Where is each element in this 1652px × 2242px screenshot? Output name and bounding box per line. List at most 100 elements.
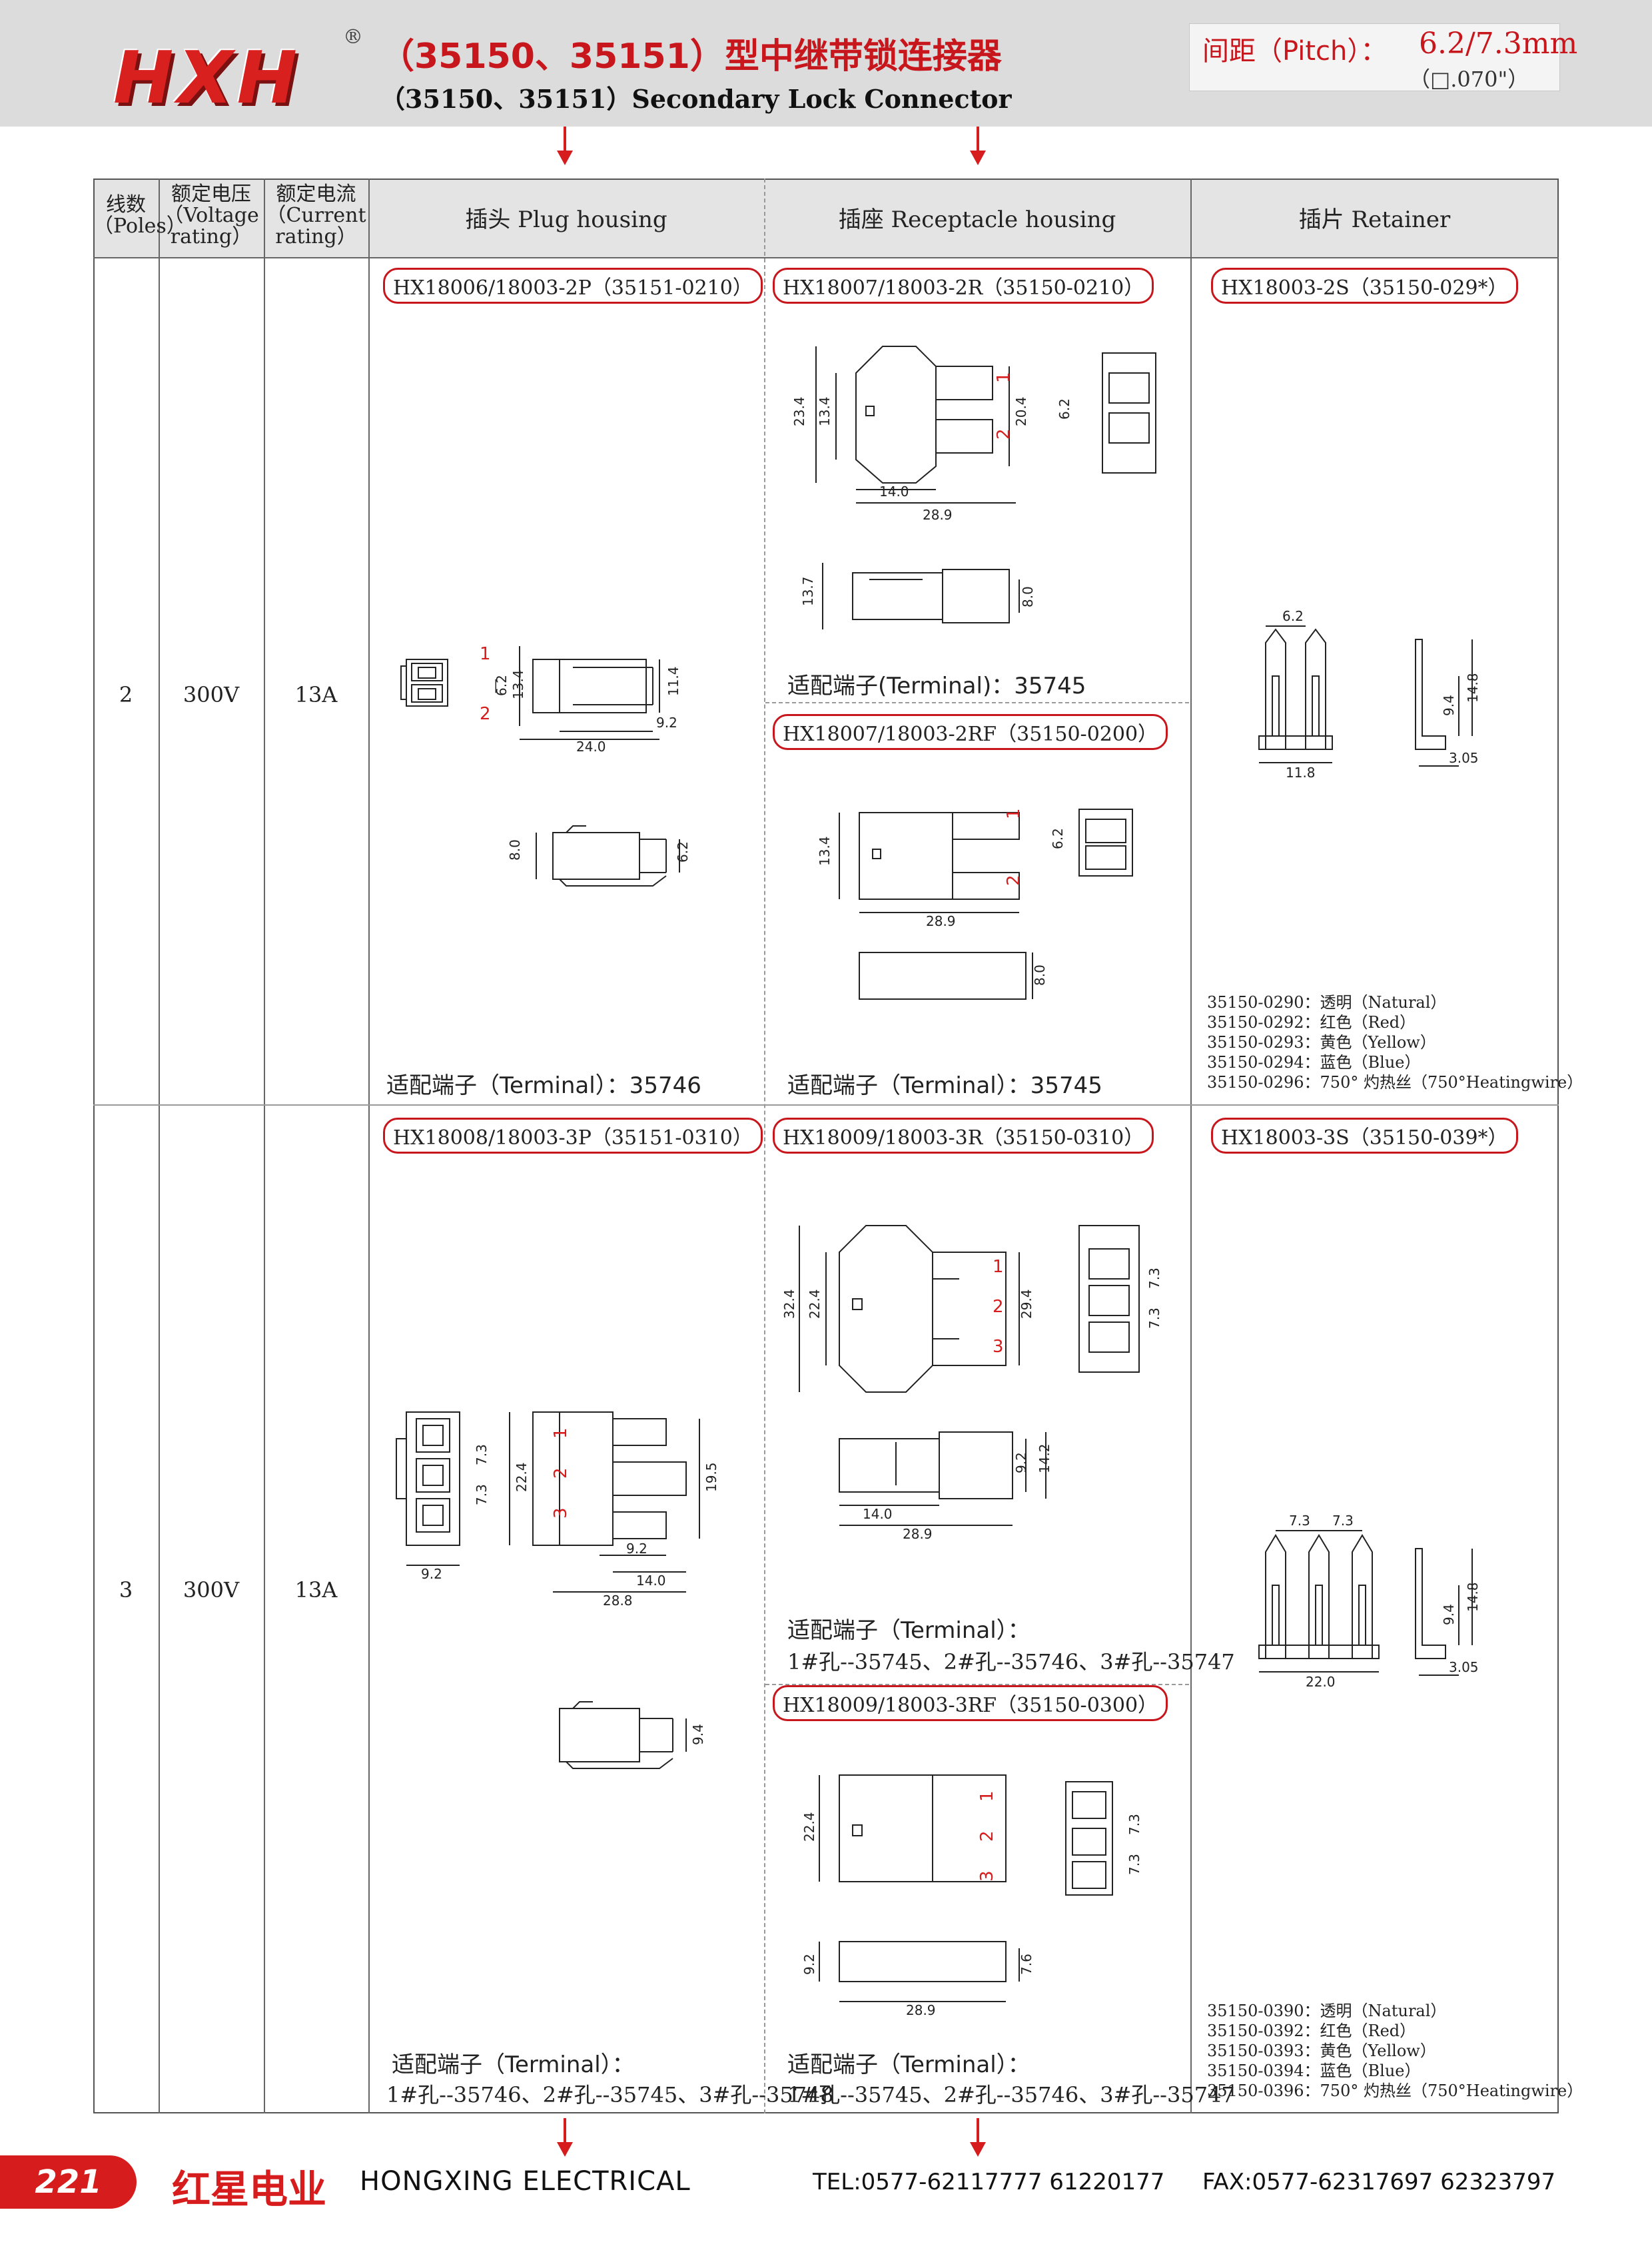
svg-text:13.4: 13.4 (817, 396, 833, 426)
svg-text:1: 1 (1004, 808, 1024, 819)
row-divider (93, 1104, 1559, 1106)
svg-text:2: 2 (480, 704, 491, 724)
svg-text:6.2: 6.2 (1050, 828, 1066, 849)
header-poles: 线数（Poles） (93, 193, 187, 238)
plug-2p-drawing: __ 12 6.2 13.4 11.4 9.2 24.0 8.0 6.2 (400, 644, 691, 887)
pitch-label: 间距（Pitch）： (1202, 36, 1388, 67)
row2-voltage: 300V (183, 1577, 240, 1603)
row1-poles: 2 (119, 682, 133, 707)
fax: FAX:0577-62317697 62323797 (1202, 2169, 1556, 2195)
svg-text:28.9: 28.9 (903, 1526, 933, 1542)
svg-text:20.4: 20.4 (1013, 396, 1029, 426)
svg-text:8.0: 8.0 (507, 839, 523, 861)
svg-text:13.7: 13.7 (800, 576, 816, 606)
column-divider (159, 179, 160, 2113)
svg-text:1: 1 (994, 372, 1014, 383)
brand-logo: HXH (113, 37, 302, 120)
title-chinese: （35150、35151）型中继带锁连接器 (380, 37, 1002, 77)
svg-text:22.4: 22.4 (514, 1462, 530, 1492)
svg-text:2: 2 (551, 1467, 571, 1479)
part-number-badge: HX18003-2S（35150-029*） (1211, 268, 1518, 304)
svg-text:7.3: 7.3 (1146, 1308, 1162, 1329)
svg-text:7.3: 7.3 (474, 1444, 490, 1465)
column-divider (764, 179, 765, 2113)
svg-text:14.2: 14.2 (1036, 1443, 1052, 1473)
svg-text:3: 3 (993, 1337, 1004, 1357)
svg-text:14.0: 14.0 (863, 1506, 893, 1522)
svg-text:3.05: 3.05 (1449, 750, 1479, 766)
svg-text:3: 3 (977, 1870, 997, 1882)
part-number-badge: HX18006/18003-2P（35151-0210） (383, 268, 763, 304)
svg-text:19.5: 19.5 (703, 1462, 719, 1492)
svg-text:28.9: 28.9 (906, 2002, 936, 2018)
column-divider (368, 179, 370, 2113)
svg-text:9.4: 9.4 (1441, 695, 1457, 716)
svg-text:22.0: 22.0 (1306, 1674, 1336, 1690)
svg-text:3: 3 (551, 1507, 571, 1519)
svg-text:24.0: 24.0 (576, 739, 606, 755)
part-number-badge: HX18007/18003-2RF（35150-0200） (773, 714, 1168, 750)
svg-text:6.2: 6.2 (1282, 608, 1304, 624)
svg-text:1: 1 (977, 1790, 997, 1802)
svg-text:11.4: 11.4 (665, 666, 681, 696)
svg-text:9.4: 9.4 (1441, 1604, 1457, 1625)
svg-text:6.2: 6.2 (1056, 398, 1072, 420)
svg-text:28.9: 28.9 (923, 507, 953, 523)
svg-text:14.8: 14.8 (1465, 1582, 1481, 1612)
svg-text:1: 1 (480, 644, 491, 664)
terminal-info: 适配端子（Terminal）：35745 (787, 1072, 1102, 1099)
svg-text:6.2: 6.2 (494, 675, 510, 696)
table-header-band (93, 179, 1559, 257)
part-number-badge: HX18009/18003-3RF（35150-0300） (773, 1685, 1168, 1721)
svg-text:9.2: 9.2 (421, 1566, 442, 1582)
row1-voltage: 300V (183, 682, 240, 707)
svg-text:9.2: 9.2 (801, 1954, 817, 1975)
terminal-info-label: 适配端子（Terminal）： (392, 2052, 635, 2078)
svg-text:22.4: 22.4 (801, 1812, 817, 1842)
retainer-color-list: 35150-0290：透明（Natural） 35150-0292：红色（Red… (1207, 993, 1583, 1092)
registered-mark: ® (343, 25, 363, 49)
part-number-badge: HX18003-3S（35150-039*） (1211, 1118, 1518, 1154)
svg-text:29.4: 29.4 (1019, 1289, 1034, 1319)
row2-poles: 3 (119, 1577, 133, 1603)
svg-text:11.8: 11.8 (1286, 765, 1316, 781)
terminal-info-label: 适配端子（Terminal）： (787, 1617, 1031, 1644)
svg-text:2: 2 (993, 1297, 1004, 1317)
svg-text:13.4: 13.4 (510, 669, 526, 699)
header-retainer: 插片 Retainer (1298, 206, 1451, 233)
row2-current: 13A (294, 1577, 338, 1603)
terminal-info: 适配端子（Terminal）：35746 (386, 1072, 701, 1099)
terminal-info: 1#孔--35745、2#孔--35746、3#孔--35747 (787, 1649, 1235, 1675)
part-number-badge: HX18008/18003-3P（35151-0310） (383, 1118, 763, 1154)
svg-text:14.0: 14.0 (636, 1573, 666, 1589)
svg-text:13.4: 13.4 (817, 836, 833, 866)
svg-text:1: 1 (551, 1427, 571, 1439)
header-plug-housing: 插头 Plug housing (465, 206, 667, 233)
page-number: 221 (0, 2155, 137, 2209)
svg-text:7.3: 7.3 (1126, 1814, 1142, 1835)
svg-text:28.8: 28.8 (603, 1593, 633, 1609)
row-subdivider (765, 702, 1189, 703)
svg-text:7.3: 7.3 (1146, 1268, 1162, 1289)
plug-3p-drawing: 7.3 7.3 9.2 22.4 19.5 9.214.028.8 9.4 1 … (396, 1411, 719, 1769)
company-name-chinese: 红星电业 (172, 2167, 327, 2212)
terminal-info-label: 适配端子（Terminal）： (787, 2052, 1031, 2078)
svg-text:6.2: 6.2 (675, 841, 691, 863)
pitch-inch-value: （□.070"） (1409, 67, 1529, 92)
svg-text:23.4: 23.4 (791, 396, 807, 426)
pitch-box (1189, 23, 1560, 91)
header-receptacle-housing: 插座 Receptacle housing (838, 206, 1116, 233)
spec-table (93, 179, 1559, 2113)
svg-text:7.3: 7.3 (1126, 1854, 1142, 1875)
terminal-info: 1#孔--35746、2#孔--35745、3#孔--35748 (386, 2082, 834, 2107)
svg-text:9.4: 9.4 (690, 1724, 706, 1745)
header-divider (93, 257, 1559, 258)
pitch-value: 6.2/7.3mm (1419, 27, 1578, 61)
svg-text:7.3: 7.3 (474, 1484, 490, 1505)
svg-text:22.4: 22.4 (807, 1289, 823, 1319)
terminal-info: 1#孔--35745、2#孔--35746、3#孔--35747 (787, 2082, 1235, 2107)
svg-text:32.4: 32.4 (781, 1289, 797, 1319)
